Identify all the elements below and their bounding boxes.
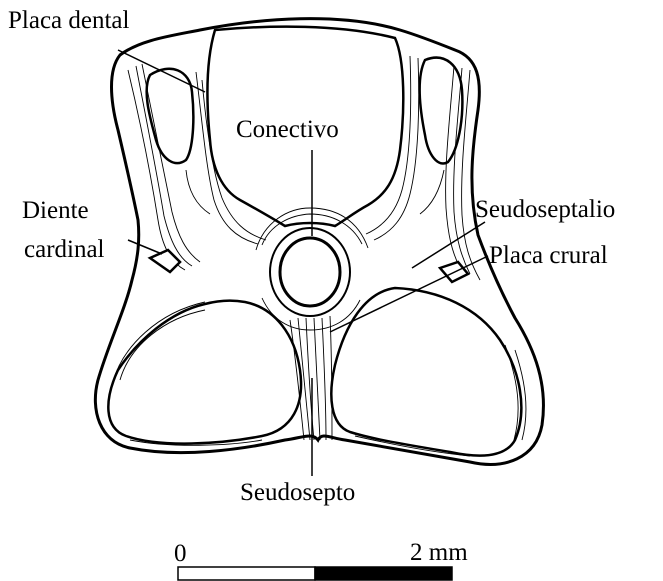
label-diente-cardinal-line2: cardinal (24, 237, 105, 262)
conectivo-ring-inner (280, 238, 340, 306)
scale-bar (178, 567, 452, 580)
label-seudoseptalio: Seudoseptalio (475, 197, 615, 222)
label-placa-dental: Placa dental (8, 8, 129, 33)
scale-bar-black-segment (315, 567, 452, 580)
scale-bar-start-label: 0 (174, 541, 187, 566)
label-seudosepto: Seudosepto (240, 480, 355, 505)
label-conectivo: Conectivo (236, 117, 339, 142)
scale-bar-white-segment (178, 567, 315, 580)
label-placa-crural: Placa crural (489, 243, 608, 268)
scale-bar-end-label: 2 mm (410, 540, 468, 565)
label-diente-cardinal-line1: Diente (22, 198, 89, 223)
